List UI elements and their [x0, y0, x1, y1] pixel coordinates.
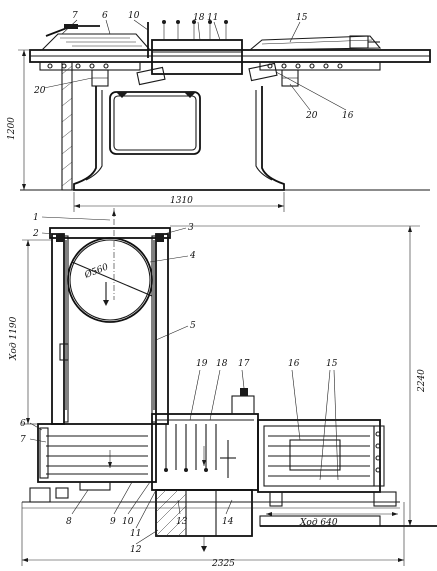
- label-14: 14: [222, 517, 234, 527]
- dim-diameter: Ø560: [82, 261, 110, 281]
- label-20-right: 20: [305, 111, 318, 121]
- upper-view-dimensions: 1200 1310: [7, 49, 285, 212]
- label-17: 17: [238, 359, 250, 369]
- label-8: 8: [66, 517, 72, 527]
- label-9: 9: [110, 517, 116, 527]
- label-12: 12: [130, 545, 142, 555]
- label-10-top: 10: [128, 11, 140, 21]
- label-10: 10: [122, 517, 134, 527]
- label-18: 18: [216, 359, 228, 369]
- label-7-top: 7: [72, 11, 78, 21]
- dim-total-width: 2325: [211, 559, 235, 569]
- label-11-top: 11: [207, 13, 218, 23]
- lower-view-dimensions: Ø560 Ход 1190 Ход 640 2325 2240: [9, 225, 427, 569]
- label-7: 7: [20, 435, 26, 445]
- dim-height-top: 1200: [7, 117, 17, 140]
- label-13: 13: [176, 517, 188, 527]
- dim-total-height: 2240: [417, 369, 427, 393]
- label-6-top: 6: [102, 11, 108, 21]
- dim-stroke-horizontal: Ход 640: [299, 518, 338, 528]
- upper-view-labels: 7 6 10 18 11 15 20 20 16: [33, 11, 354, 121]
- label-15: 15: [326, 359, 338, 369]
- label-16: 16: [288, 359, 300, 369]
- label-11: 11: [130, 529, 141, 539]
- label-20-left: 20: [33, 86, 46, 96]
- lower-view: [22, 208, 437, 552]
- dim-width-top: 1310: [170, 196, 193, 206]
- label-4: 4: [189, 251, 196, 261]
- label-16-top: 16: [342, 111, 354, 121]
- upper-view: [20, 20, 431, 191]
- label-3: 3: [188, 223, 194, 233]
- label-2: 2: [32, 229, 39, 239]
- label-15-top: 15: [296, 13, 308, 23]
- label-5: 5: [190, 321, 196, 331]
- label-1: 1: [33, 213, 39, 223]
- label-19: 19: [196, 359, 208, 369]
- dim-stroke-vertical: Ход 1190: [9, 316, 19, 361]
- label-18-top: 18: [193, 13, 205, 23]
